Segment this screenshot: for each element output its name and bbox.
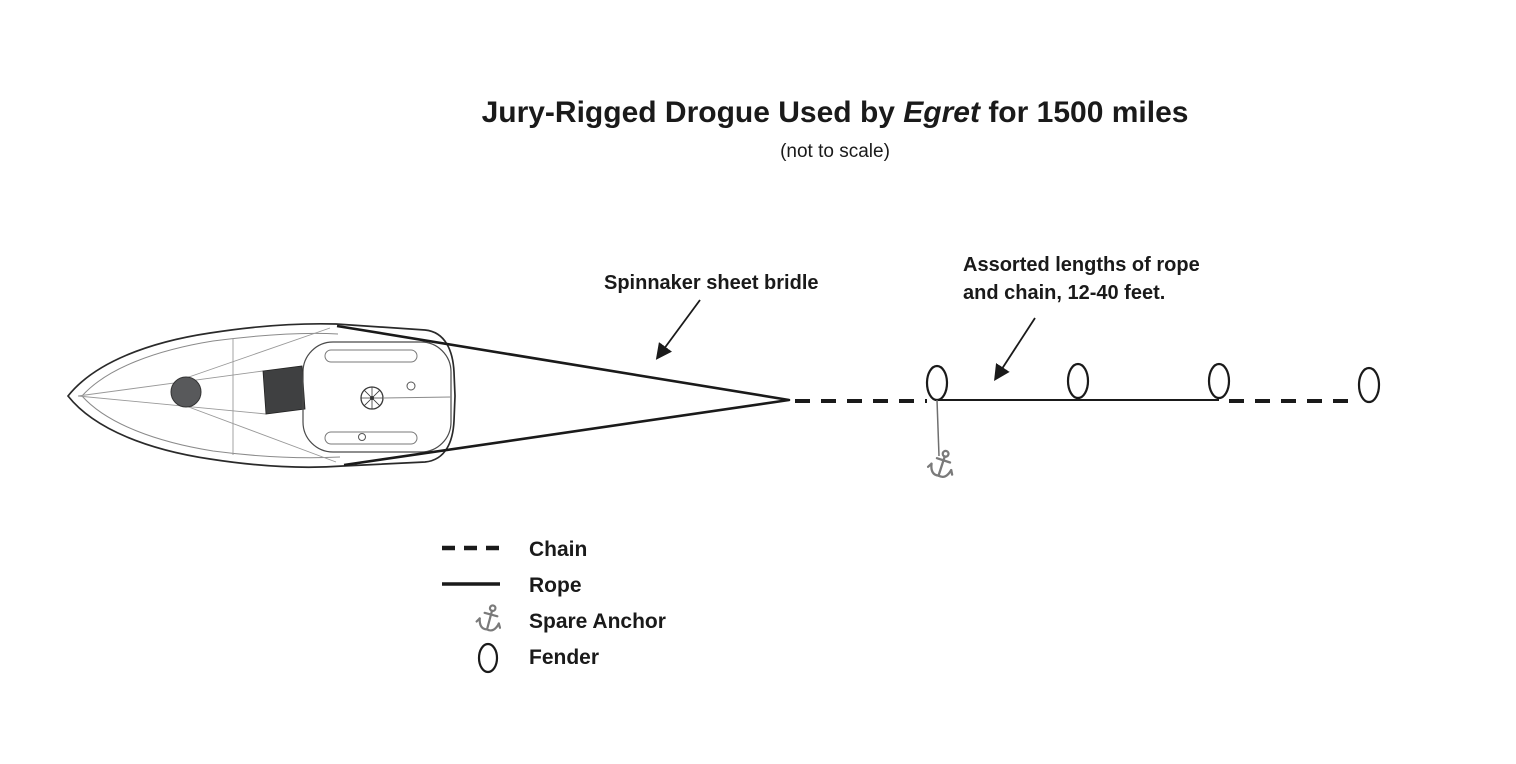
rigging-line-forestay-bottom bbox=[77, 395, 267, 415]
deck-line-top bbox=[81, 332, 339, 397]
fender-oval-1 bbox=[925, 364, 949, 402]
title-suffix: for 1500 miles bbox=[980, 96, 1188, 129]
steering-wheel bbox=[360, 386, 384, 410]
diagram-subtitle: (not to scale) bbox=[780, 141, 890, 162]
fender-oval-3 bbox=[1207, 362, 1231, 400]
cockpit-bench-bottom bbox=[324, 431, 418, 445]
rigging-line-shroud-top bbox=[185, 327, 331, 379]
legend-spare-anchor-label: Spare Anchor bbox=[529, 610, 666, 633]
rode-arrow bbox=[994, 317, 1036, 382]
title-prefix: Jury-Rigged Drogue Used by bbox=[482, 96, 904, 129]
deck-fitting-circle-2 bbox=[358, 433, 366, 441]
fender-oval-4 bbox=[1357, 366, 1381, 404]
deck-line-bottom bbox=[81, 395, 341, 459]
rigging-line-forestay-top bbox=[77, 370, 264, 397]
spinnaker-sheet-bridle-lines bbox=[336, 324, 791, 467]
diagram-title: Jury-Rigged Drogue Used by Egret for 150… bbox=[482, 96, 1189, 129]
deck-fitting-circle-1 bbox=[406, 381, 416, 391]
legend: Chain Rope Spare Anchor Fender bbox=[442, 538, 666, 674]
tiller-line bbox=[382, 396, 452, 399]
cockpit-bench-top bbox=[324, 349, 418, 363]
anchor-pendant-line bbox=[936, 399, 940, 457]
spare-anchor-icon bbox=[925, 445, 960, 481]
hull-outline bbox=[66, 322, 456, 469]
companionway-hatch bbox=[262, 365, 306, 415]
rode-label-line2: and chain, 12-40 feet. bbox=[963, 282, 1165, 304]
bridle-label: Spinnaker sheet bridle bbox=[604, 272, 819, 294]
sailboat-topview bbox=[66, 322, 456, 469]
fender-oval-2 bbox=[1066, 362, 1090, 400]
rode-label-line1: Assorted lengths of rope bbox=[963, 254, 1200, 276]
title-boat-name: Egret bbox=[903, 96, 982, 129]
legend-chain-label: Chain bbox=[529, 538, 587, 561]
bridle-arrow bbox=[655, 299, 701, 360]
deck-hatch-circle bbox=[170, 376, 202, 408]
rigging-line-shroud-bottom bbox=[185, 405, 337, 463]
legend-fender-label: Fender bbox=[529, 646, 599, 669]
legend-rope-label: Rope bbox=[529, 574, 582, 597]
legend-anchor-icon bbox=[474, 601, 507, 634]
legend-fender-sample bbox=[477, 642, 499, 674]
